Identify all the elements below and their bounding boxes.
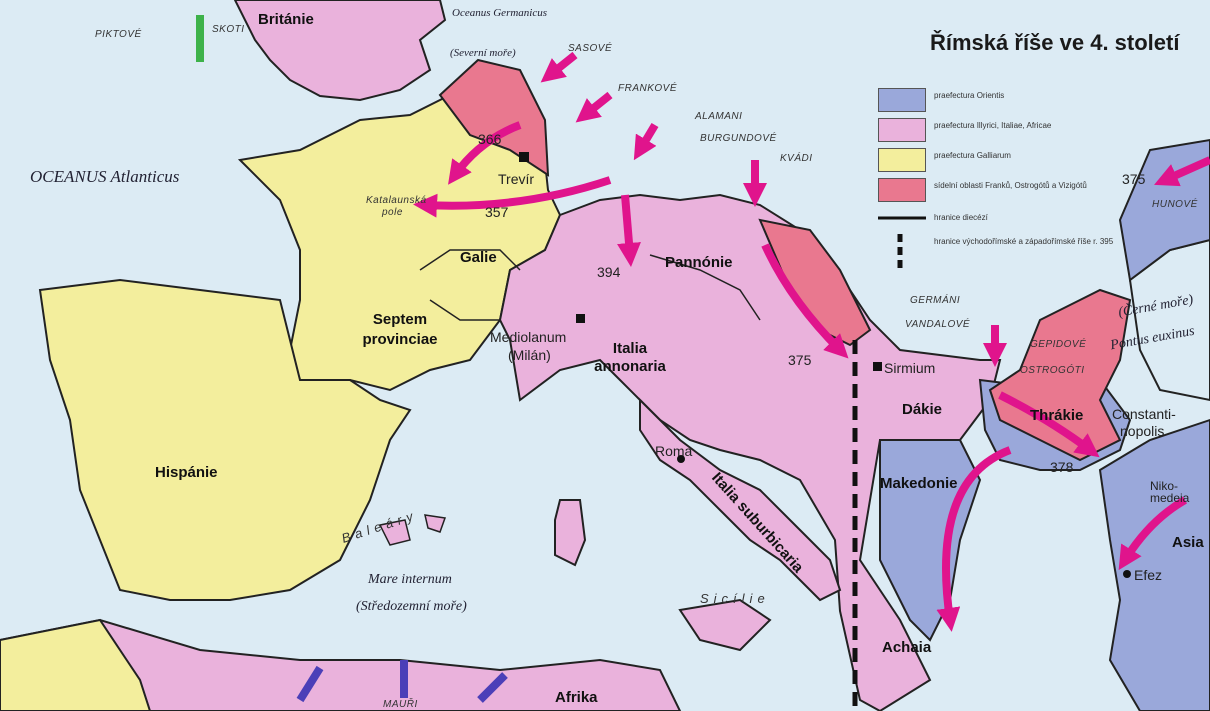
arrow-pannonia xyxy=(761,243,849,359)
tribe-piktove: PIKTOVÉ xyxy=(95,29,142,40)
arrow-frankove-1 xyxy=(575,91,613,123)
diocese-border-gaul xyxy=(419,249,521,321)
city-nikomedeia: Niko-medeia xyxy=(1150,479,1190,505)
roma-marker xyxy=(677,455,685,463)
sardinia-island xyxy=(554,499,587,567)
mauretania-land xyxy=(0,618,152,711)
tribe-frankove: FRANKOVÉ xyxy=(618,83,678,94)
arrow-frankove-2 xyxy=(633,122,659,161)
region-septem: Septem provinciae xyxy=(362,311,438,348)
city-constantinopolis-2: nopolis xyxy=(1120,423,1165,439)
italy-peninsula xyxy=(639,397,842,602)
place-katalaunska-1: Katalaunská xyxy=(366,195,427,206)
city-efez: Efez xyxy=(1134,567,1163,583)
region-pannonie: Pannónie xyxy=(665,254,733,271)
sea-mare-internum: Mare internum xyxy=(368,572,452,587)
map-title: Římská říše ve 4. století xyxy=(930,30,1180,55)
tribe-skoti: SKOTI xyxy=(212,24,245,35)
tribe-vandalove: VANDALOVÉ xyxy=(905,319,971,330)
legend-swatch-orientis xyxy=(878,88,926,112)
date-357: 357 xyxy=(485,204,509,220)
north-settlement xyxy=(438,58,550,177)
city-sirmium: Sirmium xyxy=(884,360,936,376)
arrow-greece xyxy=(936,446,1012,632)
tribe-burgundove: BURGUNDOVÉ xyxy=(700,133,777,144)
tribe-alamani: ALAMANI xyxy=(695,111,743,122)
diocese-border-italy xyxy=(599,254,761,401)
arrow-gaul-2 xyxy=(413,176,612,218)
tribe-sasove: SASOVÉ xyxy=(568,43,613,54)
region-dakie: Dákie xyxy=(902,401,943,418)
efez-marker xyxy=(1123,570,1131,578)
region-thrakie: Thrákie xyxy=(1030,407,1084,424)
date-394: 394 xyxy=(597,264,621,280)
city-trevir: Trevír xyxy=(498,171,535,187)
arrow-italy xyxy=(617,194,641,267)
sea-oceanus-germanicus: Oceanus Germanicus xyxy=(452,7,548,19)
britain-land xyxy=(233,0,447,102)
arrow-mauri-1 xyxy=(296,665,324,703)
legend-text-galliarum: praefectura Galliarum xyxy=(934,151,1011,160)
trevir-marker xyxy=(519,152,529,162)
date-378: 378 xyxy=(1050,459,1074,475)
date-375-pannonia: 375 xyxy=(788,352,812,368)
arrow-thrace xyxy=(998,391,1100,458)
legend-text-empire-border: hranice východořímské a západořímské říš… xyxy=(934,237,1114,246)
legend-swatch-illyrici xyxy=(878,118,926,142)
city-constantinopolis-1: Constanti- xyxy=(1112,406,1176,422)
sirmium-marker xyxy=(873,362,882,371)
legend-swatch-galliarum xyxy=(878,148,926,172)
arrow-gaul-1 xyxy=(448,121,522,185)
region-afrika: Afrika xyxy=(555,689,598,706)
tribe-ostrogoti: OSTROGÓTI xyxy=(1020,365,1085,376)
legend-dashed-line-icon xyxy=(897,234,903,270)
sea-severni-more: (Severní moře) xyxy=(450,47,516,59)
legend-solid-line-icon xyxy=(878,216,926,220)
region-achaia: Achaia xyxy=(882,639,932,656)
spain-land xyxy=(38,278,412,601)
city-milan: (Milán) xyxy=(508,347,551,363)
tribe-kvadi: KVÁDI xyxy=(780,153,813,164)
tribe-gepidove: GEPIDOVÉ xyxy=(1030,339,1087,350)
sea-stredozemni: (Středozemní moře) xyxy=(356,599,467,614)
legend-text-orientis: praefectura Orientis xyxy=(934,91,1005,100)
date-375-hunove: 375 xyxy=(1122,171,1146,187)
place-katalaunska-2: pole xyxy=(382,207,403,218)
region-hispanie: Hispánie xyxy=(155,464,218,481)
sea-oceanus-atlanticus: OCEANUS Atlanticus xyxy=(30,167,180,186)
region-asia: Asia xyxy=(1172,534,1204,551)
arrow-sasove xyxy=(540,51,578,83)
region-britanie: Británie xyxy=(258,11,314,28)
region-makedonie: Makedonie xyxy=(880,475,958,492)
thrace-settlement xyxy=(988,288,1132,462)
asia-land xyxy=(1098,418,1210,711)
arrow-mauri-3 xyxy=(477,672,508,703)
legend-text-settlement: sídelní oblasti Franků, Ostrogótů a Vizi… xyxy=(934,181,1087,190)
sicily-island xyxy=(678,598,772,652)
sea-sicilie: Sicílie xyxy=(700,591,770,606)
region-galie: Galie xyxy=(460,249,497,266)
city-roma: Roma xyxy=(655,443,693,459)
baleares-islands xyxy=(378,514,447,546)
arrow-asia xyxy=(1118,496,1188,571)
legend-text-illyrici: praefectura Illyrici, Italiae, Africae xyxy=(934,121,1052,130)
tribe-hunove: HUNOVÉ xyxy=(1152,199,1198,210)
africa-land xyxy=(0,618,682,711)
north-east-land xyxy=(1118,138,1210,282)
date-366: 366 xyxy=(478,131,502,147)
mediolanum-marker xyxy=(576,314,585,323)
legend-text-diocese-border: hranice diecézí xyxy=(934,213,988,222)
tribe-germani: GERMÁNI xyxy=(910,295,961,306)
legend-swatch-settlement xyxy=(878,178,926,202)
arrow-hunove xyxy=(1154,156,1210,187)
region-italia-annonaria: Italia annonaria xyxy=(594,340,666,375)
tribe-mauri: MAUŘI xyxy=(383,699,418,710)
city-mediolanum: Mediolanum xyxy=(490,329,567,345)
